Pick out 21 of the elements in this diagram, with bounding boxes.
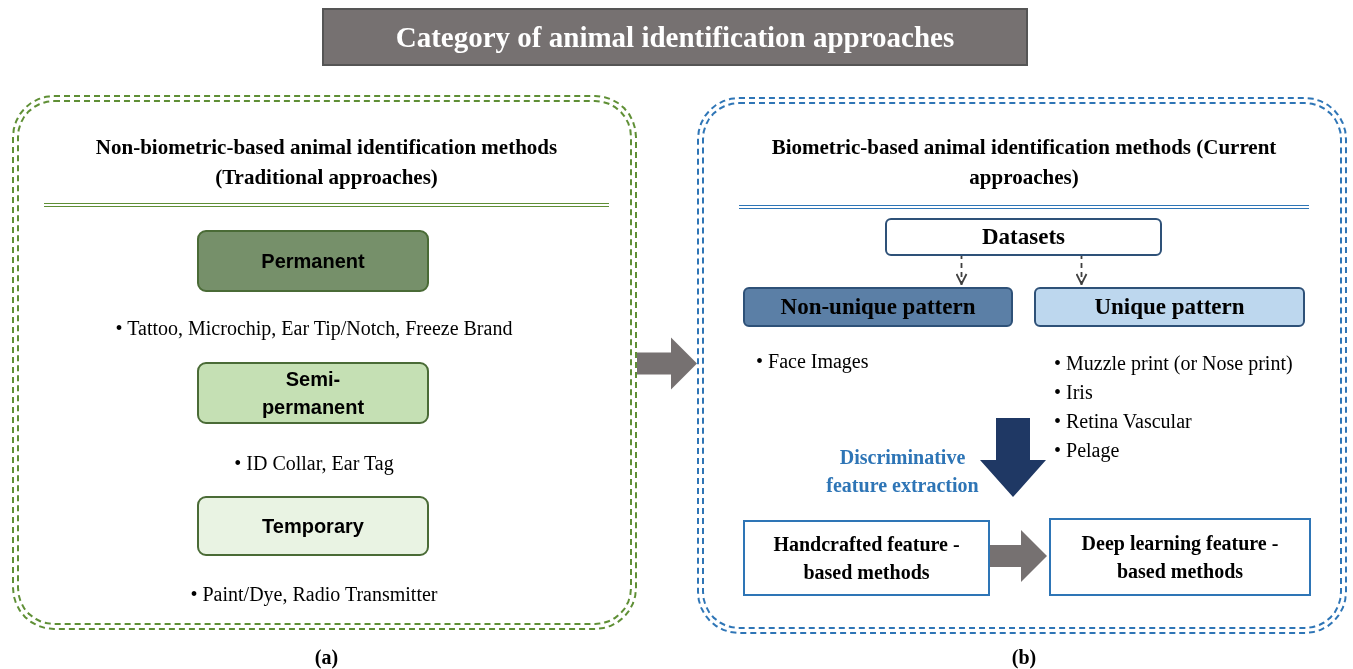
method-box: Handcrafted feature -based methods	[743, 520, 990, 596]
bullet-text: • ID Collar, Ear Tag	[233, 451, 395, 475]
bullet-text: • Retina Vascular	[1054, 409, 1193, 433]
dataset-box: Datasets	[885, 218, 1162, 256]
panel-heading: Biometric-based animal identification methods (Current approaches)	[770, 134, 1278, 191]
bullet-text: • Face Images	[756, 349, 870, 373]
method-box: Deep learning feature -based methods	[1049, 518, 1311, 596]
panel-caption: (a)	[313, 645, 340, 669]
bullet-text: • Muzzle print (or Nose print)	[1054, 351, 1294, 375]
bullet-text: • Iris	[1054, 380, 1094, 404]
bullet-text: • Paint/Dye, Radio Transmitter	[189, 582, 439, 606]
block-arrow	[637, 337, 697, 390]
title-banner: Category of animal identification approaches	[322, 8, 1028, 66]
block-arrow	[988, 530, 1047, 582]
bullet-text: • Pelage	[1054, 438, 1121, 462]
arrow	[1075, 253, 1088, 286]
panel-caption: (b)	[1010, 645, 1038, 669]
panel-heading: Non-biometric-based animal identification methods (Traditional approaches)	[94, 134, 559, 191]
arrow	[955, 253, 968, 286]
annotation-text: Discriminative feature extraction	[825, 445, 980, 498]
bullet-text: • Tattoo, Microchip, Ear Tip/Notch, Freeze Brand	[114, 316, 514, 340]
